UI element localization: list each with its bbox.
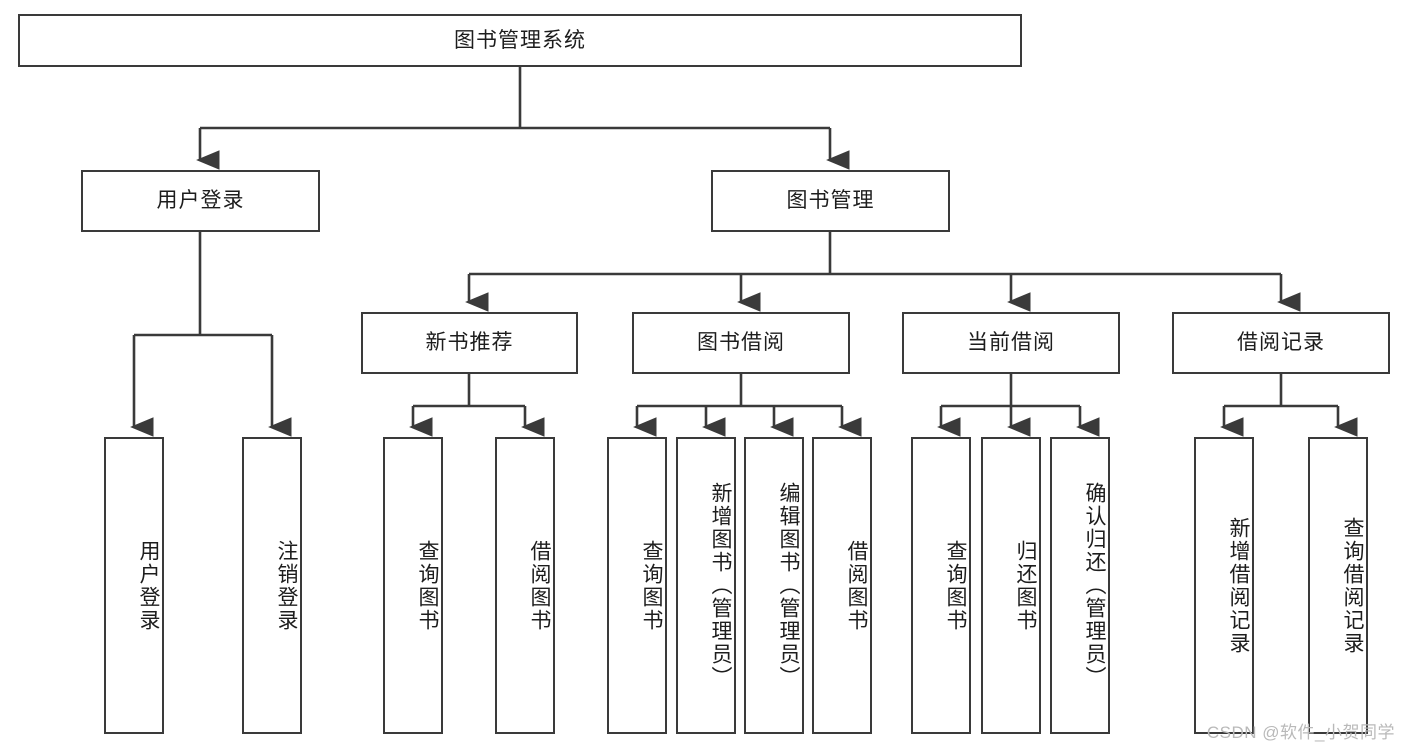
leaf-bookborrow-add-book[interactable]: 新增图书（管理员） bbox=[676, 437, 736, 734]
node-book-management-label: 图书管理 bbox=[786, 189, 875, 213]
node-borrow-record-label: 借阅记录 bbox=[1237, 331, 1325, 355]
leaf-bookborrow-edit-book[interactable]: 编辑图书（管理员） bbox=[744, 437, 804, 734]
leaf-user-login-label: 用户登录 bbox=[137, 539, 160, 632]
leaf-currentborrow-confirm-return[interactable]: 确认归还（管理员） bbox=[1050, 437, 1110, 734]
leaf-newbook-borrow-book[interactable]: 借阅图书 bbox=[495, 437, 555, 734]
leaf-currentborrow-confirm-return-label: 确认归还（管理员） bbox=[1083, 482, 1106, 689]
leaf-newbook-query-book[interactable]: 查询图书 bbox=[383, 437, 443, 734]
leaf-user-login[interactable]: 用户登录 bbox=[104, 437, 164, 734]
leaf-newbook-query-book-label: 查询图书 bbox=[416, 539, 439, 632]
leaf-logout[interactable]: 注销登录 bbox=[242, 437, 302, 734]
leaf-bookborrow-borrow-book[interactable]: 借阅图书 bbox=[812, 437, 872, 734]
leaf-bookborrow-query-book[interactable]: 查询图书 bbox=[607, 437, 667, 734]
node-new-book-recommend[interactable]: 新书推荐 bbox=[361, 312, 578, 374]
node-root-book-management-system[interactable]: 图书管理系统 bbox=[18, 14, 1022, 67]
leaf-borrowrecord-query-record-label: 查询借阅记录 bbox=[1341, 516, 1364, 655]
leaf-borrowrecord-add-record[interactable]: 新增借阅记录 bbox=[1194, 437, 1254, 734]
node-user-login-label: 用户登录 bbox=[156, 189, 245, 213]
leaf-borrowrecord-query-record[interactable]: 查询借阅记录 bbox=[1308, 437, 1368, 734]
node-current-borrow[interactable]: 当前借阅 bbox=[902, 312, 1120, 374]
node-book-management[interactable]: 图书管理 bbox=[711, 170, 950, 232]
node-current-borrow-label: 当前借阅 bbox=[967, 331, 1055, 355]
node-book-borrow-label: 图书借阅 bbox=[697, 331, 785, 355]
leaf-currentborrow-query-book[interactable]: 查询图书 bbox=[911, 437, 971, 734]
node-root-label: 图书管理系统 bbox=[454, 28, 586, 52]
leaf-bookborrow-borrow-book-label: 借阅图书 bbox=[845, 539, 868, 632]
leaf-bookborrow-edit-book-label: 编辑图书（管理员） bbox=[777, 482, 800, 689]
leaf-logout-label: 注销登录 bbox=[275, 539, 298, 632]
leaf-borrowrecord-add-record-label: 新增借阅记录 bbox=[1227, 516, 1250, 655]
leaf-newbook-borrow-book-label: 借阅图书 bbox=[528, 539, 551, 632]
node-book-borrow[interactable]: 图书借阅 bbox=[632, 312, 850, 374]
leaf-bookborrow-query-book-label: 查询图书 bbox=[640, 539, 663, 632]
watermark: CSDN @软件_小贺同学 bbox=[1206, 723, 1395, 742]
node-new-book-recommend-label: 新书推荐 bbox=[425, 331, 514, 355]
node-user-login[interactable]: 用户登录 bbox=[81, 170, 320, 232]
leaf-currentborrow-return-book-label: 归还图书 bbox=[1014, 539, 1037, 632]
leaf-bookborrow-add-book-label: 新增图书（管理员） bbox=[709, 482, 732, 689]
node-borrow-record[interactable]: 借阅记录 bbox=[1172, 312, 1390, 374]
leaf-currentborrow-return-book[interactable]: 归还图书 bbox=[981, 437, 1041, 734]
leaf-currentborrow-query-book-label: 查询图书 bbox=[944, 539, 967, 632]
